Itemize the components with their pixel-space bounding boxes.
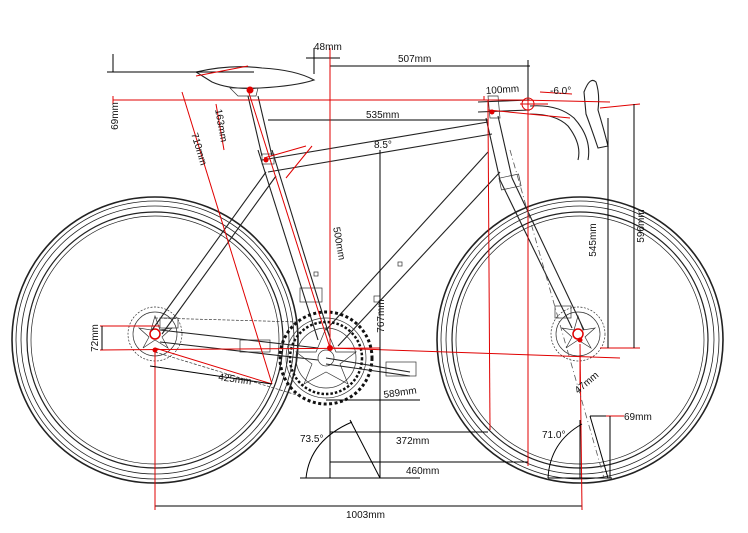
head-angle-label: 71.0° <box>542 430 565 441</box>
bb-to-top-tube-label: 767mm <box>376 299 387 332</box>
saddle-drop-label: 69mm <box>110 102 121 130</box>
stem-length-label: 100mm <box>485 84 519 97</box>
top-tube-label: 535mm <box>366 110 399 121</box>
stack-label: 596mm <box>636 209 647 242</box>
top-tube-slope-label: 8.5° <box>374 140 392 151</box>
wheelbase-label: 1003mm <box>346 510 385 521</box>
frame <box>151 115 585 361</box>
fork-offset-label: 47mm <box>573 370 601 396</box>
trail-label: 69mm <box>624 412 652 423</box>
head-tube-label: 545mm <box>588 223 599 256</box>
bb-drop-label: 72mm <box>90 324 101 352</box>
dimension-lines <box>99 48 641 511</box>
chain <box>154 317 301 397</box>
stack-offset-label: 48mm <box>314 42 342 53</box>
front-center-label: 460mm <box>406 466 439 477</box>
dimension-labels: 48mm 507mm 69mm 535mm 100mm -6.0° 163mm … <box>90 42 652 521</box>
chainstay-label: 425mm <box>218 372 253 388</box>
stem-angle-label: -6.0° <box>550 86 571 97</box>
front-brake-rotor <box>550 305 606 362</box>
front-center-horizontal-label: 372mm <box>396 436 429 447</box>
crankset <box>278 310 417 406</box>
seat-angle-label: 73.5° <box>300 434 323 445</box>
saddle-height-label: 710mm <box>188 132 208 167</box>
reach-label: 507mm <box>398 54 431 65</box>
chainring-to-ground-label: 589mm <box>383 385 418 401</box>
seat-post-extension-label: 163mm <box>212 108 229 143</box>
seat-tube-label: 500mm <box>330 226 347 261</box>
frame-details <box>299 261 403 303</box>
